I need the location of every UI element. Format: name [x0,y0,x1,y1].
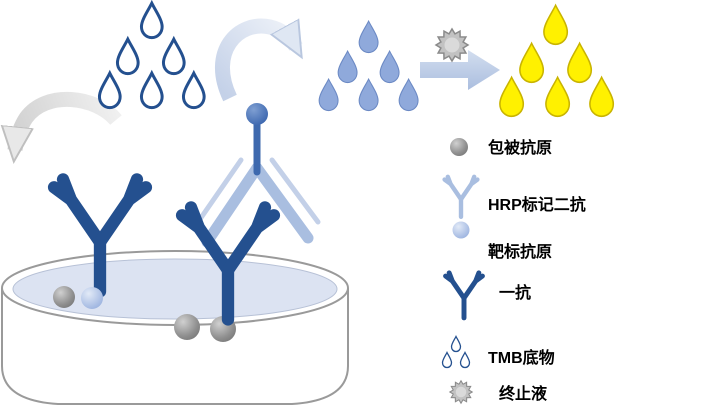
legend-label: 终止液 [499,384,548,403]
legend-item: 包被抗原 [450,138,552,157]
legend-tmb-drop [459,351,471,369]
antibody-complex [182,103,321,319]
tmb-drop [161,37,186,76]
starburst-core [455,386,467,398]
yellow-drop [567,42,593,84]
secondary-antibody-arm [251,162,314,244]
yellow-drop [543,4,569,46]
legend-item: 终止液 [449,380,548,404]
tmb-drop [139,1,164,40]
curved-arrow-top [214,26,296,102]
primary-antibody-with-antigen [53,179,146,309]
blue-drop [337,50,358,84]
target-antigen-ball [81,287,103,309]
yellow-drop [519,42,545,84]
legend-tmb-drop [441,351,453,369]
blue-drop [318,78,339,112]
developed-substrate-droplets [318,20,419,112]
coated-antigen-ball [174,314,200,340]
legend-label: 靶标抗原 [488,242,552,261]
legend-hrp-secondary-antibody-icon [445,177,478,217]
curved-arrow-left [15,91,122,150]
yellow-drop [589,76,615,118]
legend-item: 靶标抗原 [452,221,552,261]
stop-solution-starburst [435,28,469,62]
legend-label: 包被抗原 [488,138,552,157]
legend-target-antigen-icon [452,221,470,239]
legend-item: TMB底物 [441,335,555,369]
legend: 包被抗原 HRP标记二抗 靶标抗原 一抗 TMB底物 [441,138,586,404]
legend-primary-antibody-icon [446,273,483,318]
starburst-core [444,37,460,53]
legend-label: HRP标记二抗 [488,195,586,214]
hrp-enzyme-ball [246,103,268,125]
legend-label: TMB底物 [488,348,555,367]
legend-coated-antigen-icon [450,138,468,156]
yellow-drop [499,76,525,118]
blue-drop [398,78,419,112]
yellow-drop [545,76,571,118]
secondary-antibody-fork [269,157,321,225]
tmb-drop [115,37,140,76]
secondary-antibody-fork [193,157,244,228]
legend-label: 一抗 [499,283,531,302]
legend-item: HRP标记二抗 [445,177,586,217]
legend-stop-solution-icon [449,380,473,404]
right-arrow [420,50,500,90]
blue-drop [379,50,400,84]
secondary-antibody-arm [201,162,263,248]
tmb-drop [139,71,164,110]
tmb-substrate-droplets [97,1,206,110]
tmb-drop [97,71,122,110]
legend-item: 一抗 [446,273,531,318]
legend-tmb-drop [450,335,462,353]
coated-antigen-ball [53,286,75,308]
stopped-product-droplets [499,4,615,118]
blue-drop [358,20,379,54]
blue-drop [358,78,379,112]
tmb-drop [181,71,206,110]
